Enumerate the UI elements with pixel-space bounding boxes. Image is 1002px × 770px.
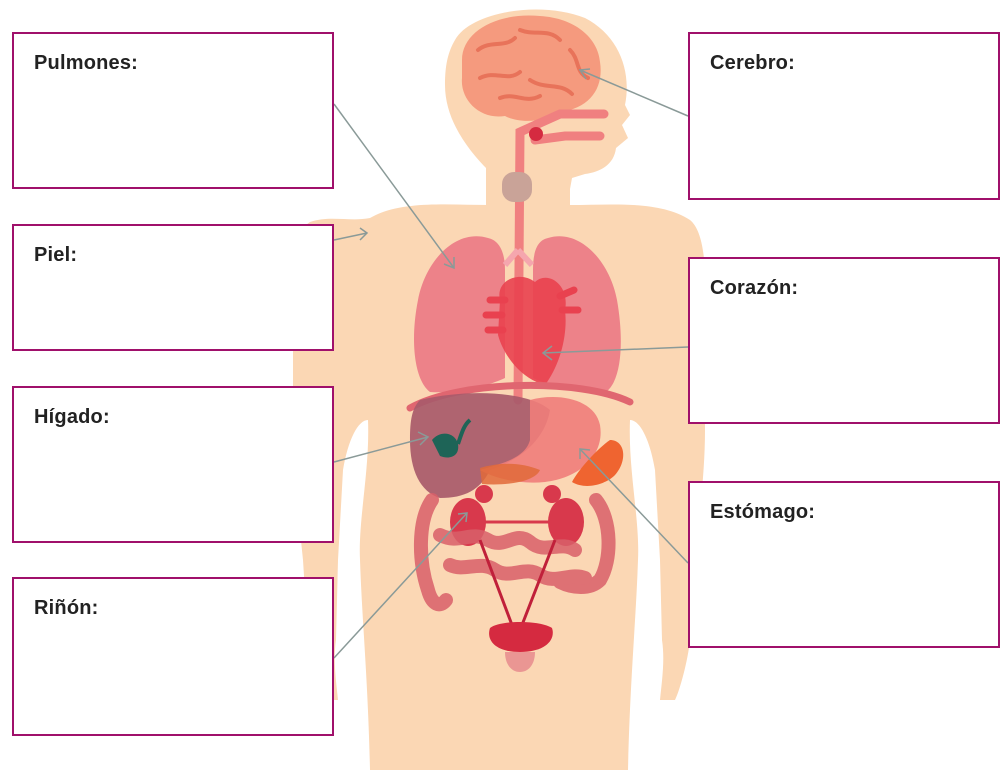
label-piel: Piel:	[34, 244, 312, 267]
label-box-corazon[interactable]: Corazón:	[688, 257, 1000, 424]
label-box-estomago[interactable]: Estómago:	[688, 481, 1000, 648]
label-box-pulmones[interactable]: Pulmones:	[12, 32, 334, 189]
label-box-rinon[interactable]: Riñón:	[12, 577, 334, 736]
label-rinon: Riñón:	[34, 597, 312, 620]
pharynx-dot	[529, 127, 543, 141]
brain-illustration	[462, 15, 601, 120]
label-box-piel[interactable]: Piel:	[12, 224, 334, 351]
label-box-higado[interactable]: Hígado:	[12, 386, 334, 543]
label-higado: Hígado:	[34, 406, 312, 429]
label-box-cerebro[interactable]: Cerebro:	[688, 32, 1000, 200]
label-estomago: Estómago:	[710, 501, 978, 524]
label-cerebro: Cerebro:	[710, 52, 978, 75]
thyroid	[502, 172, 532, 202]
label-pulmones: Pulmones:	[34, 52, 312, 75]
label-corazon: Corazón:	[710, 277, 978, 300]
